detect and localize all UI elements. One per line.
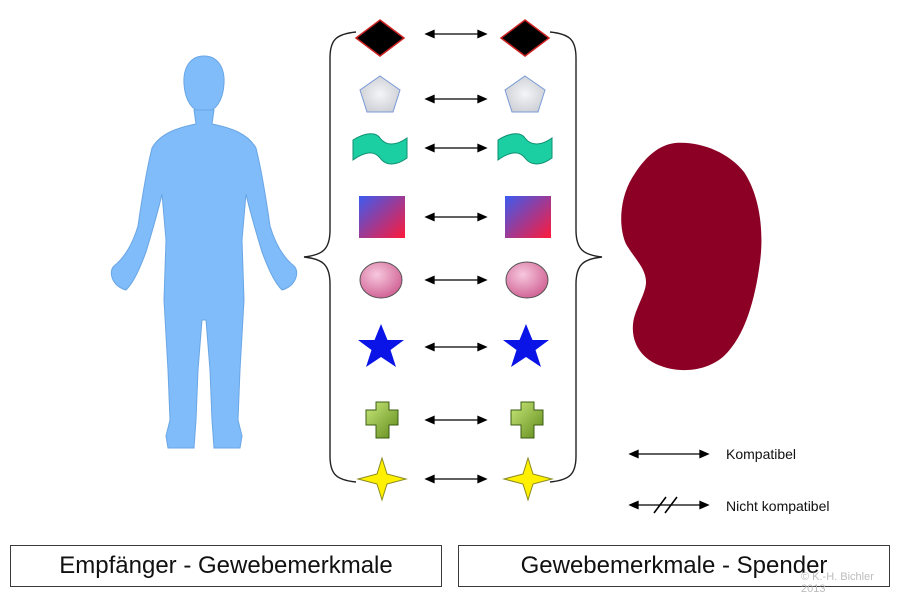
- legend-incompatible-label: Nicht kompatibel: [726, 498, 830, 514]
- donor-gradient-square-marker: [505, 196, 551, 238]
- legend-incompatible-arrow: [628, 496, 710, 514]
- arrow-row-5: [424, 275, 488, 285]
- legend-compatible-label: Kompatibel: [726, 446, 797, 462]
- recipient-label-box: Empfänger - Gewebemerkmale: [10, 545, 442, 587]
- arrow-row-8: [424, 474, 488, 484]
- copyright-notice: © K.-H. Bichler 2013: [801, 571, 897, 595]
- right-brace: [549, 31, 603, 483]
- marker-row-pentagon: [359, 75, 546, 113]
- marker-row-ellipse: [359, 261, 549, 299]
- donor-star4-marker: [502, 456, 554, 502]
- donor-diamond-marker: [499, 19, 551, 57]
- human-body-figure: [110, 55, 298, 449]
- body-head: [183, 55, 225, 113]
- donor-wave-marker: [497, 133, 553, 165]
- arrow-row-3: [424, 143, 488, 153]
- copyright-line-2: 2013: [801, 583, 826, 595]
- arrow-row-2: [424, 94, 488, 104]
- recipient-star4-marker: [356, 456, 408, 502]
- donor-ellipse-marker: [505, 261, 549, 299]
- body-torso-legs: [110, 109, 298, 449]
- arrow-row-4: [424, 212, 488, 222]
- donor-label: Gewebemerkmale - Spender: [520, 552, 828, 579]
- kidney-organ: [621, 142, 762, 371]
- arrow-row-6: [424, 342, 488, 352]
- recipient-cross-marker: [365, 401, 399, 439]
- recipient-gradient-square-marker: [359, 196, 405, 238]
- marker-row-cross: [365, 401, 544, 439]
- recipient-star5-marker: [358, 324, 404, 367]
- marker-row-diamond: [354, 19, 551, 57]
- compatibility-arrows: [424, 29, 488, 484]
- donor-cross-marker: [510, 401, 544, 439]
- recipient-diamond-marker: [354, 19, 406, 57]
- recipient-ellipse-marker: [359, 261, 403, 299]
- donor-star5-marker: [503, 324, 549, 367]
- recipient-pentagon-marker: [359, 75, 401, 113]
- left-brace: [303, 31, 357, 483]
- recipient-label: Empfänger - Gewebemerkmale: [59, 552, 393, 579]
- arrow-row-1: [424, 29, 488, 39]
- recipient-wave-marker: [352, 133, 408, 165]
- arrow-row-7: [424, 415, 488, 425]
- marker-row-wave: [352, 133, 553, 165]
- marker-row-star5: [358, 324, 549, 367]
- donor-label-box: Gewebemerkmale - Spender: [458, 545, 890, 587]
- marker-row-star4: [356, 456, 554, 502]
- legend-compatible-arrow: [628, 449, 710, 459]
- copyright-line-1: © K.-H. Bichler: [801, 571, 874, 583]
- donor-pentagon-marker: [504, 75, 546, 113]
- marker-row-gradient-square: [359, 196, 551, 238]
